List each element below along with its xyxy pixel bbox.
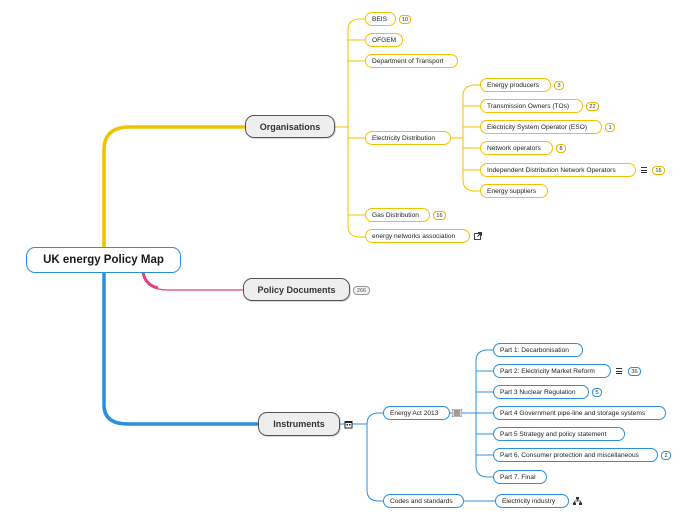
node-part-1[interactable]: Part 1: Decarbonisation: [493, 343, 583, 357]
node-part-7[interactable]: Part 7. Final: [493, 470, 547, 484]
energy-producers-count-badge: 3: [554, 81, 564, 90]
node-energy-act-2013[interactable]: Energy Act 2013: [383, 406, 450, 420]
node-independent-distribution-network-operators[interactable]: Independent Distribution Network Operato…: [480, 163, 636, 177]
node-beis[interactable]: BEIS: [365, 12, 396, 26]
node-part-2[interactable]: Part 2: Electricity Market Reform: [493, 364, 611, 378]
part-6-count-badge: 2: [661, 451, 671, 460]
part-2-count-badge: 36: [628, 367, 641, 376]
node-energy-networks-association[interactable]: energy networks association: [365, 229, 470, 243]
node-part-3[interactable]: Part 3 Nuclear Regulation: [493, 385, 589, 399]
node-part-5[interactable]: Part 5 Strategy and policy statement: [493, 427, 625, 441]
calendar-icon[interactable]: [343, 419, 353, 429]
node-electricity-system-operator[interactable]: Electricity System Operator (ESO): [480, 120, 602, 134]
idno-count-badge: 16: [652, 166, 665, 175]
topic-organisations[interactable]: Organisations: [245, 115, 335, 138]
network-operators-count-badge: 8: [556, 144, 566, 153]
node-electricity-industry[interactable]: Electricity industry: [495, 494, 569, 508]
node-part-6[interactable]: Part 6. Consumer protection and miscella…: [493, 448, 658, 462]
notes-icon[interactable]: [640, 166, 648, 174]
eso-count-badge: 1: [605, 123, 615, 132]
node-energy-suppliers[interactable]: Energy suppliers: [480, 184, 548, 198]
topic-policy-documents[interactable]: Policy Documents: [243, 278, 350, 301]
transmission-owners-count-badge: 22: [586, 102, 599, 111]
node-energy-producers[interactable]: Energy producers: [480, 78, 551, 92]
part-3-count-badge: 5: [592, 388, 602, 397]
subtopic-icon[interactable]: [452, 409, 462, 417]
node-network-operators[interactable]: Network operators: [480, 141, 553, 155]
connector-instruments: [102, 270, 260, 426]
node-gas-distribution[interactable]: Gas Distribution: [365, 208, 430, 222]
org-chart-icon[interactable]: [572, 496, 582, 505]
node-part-4[interactable]: Part 4 Government pipe-line and storage …: [493, 406, 666, 420]
notes-icon-part-2[interactable]: [615, 367, 623, 375]
node-department-of-transport[interactable]: Department of Transport: [365, 54, 458, 68]
node-transmission-owners[interactable]: Transmission Owners (TOs): [480, 99, 583, 113]
connector-instruments-children: [340, 349, 495, 502]
topic-instruments[interactable]: Instruments: [258, 412, 340, 436]
node-electricity-distribution[interactable]: Electricity Distribution: [365, 131, 451, 145]
external-link-icon[interactable]: [473, 231, 482, 240]
node-ofgem[interactable]: OFGEM: [365, 33, 403, 47]
node-codes-and-standards[interactable]: Codes and standards: [383, 494, 464, 508]
gas-distribution-count-badge: 16: [433, 211, 446, 220]
beis-count-badge: 10: [399, 15, 411, 24]
policy-documents-count-badge: 266: [353, 286, 370, 295]
root-topic[interactable]: UK energy Policy Map: [26, 247, 181, 273]
connector-organisations: [102, 125, 248, 250]
